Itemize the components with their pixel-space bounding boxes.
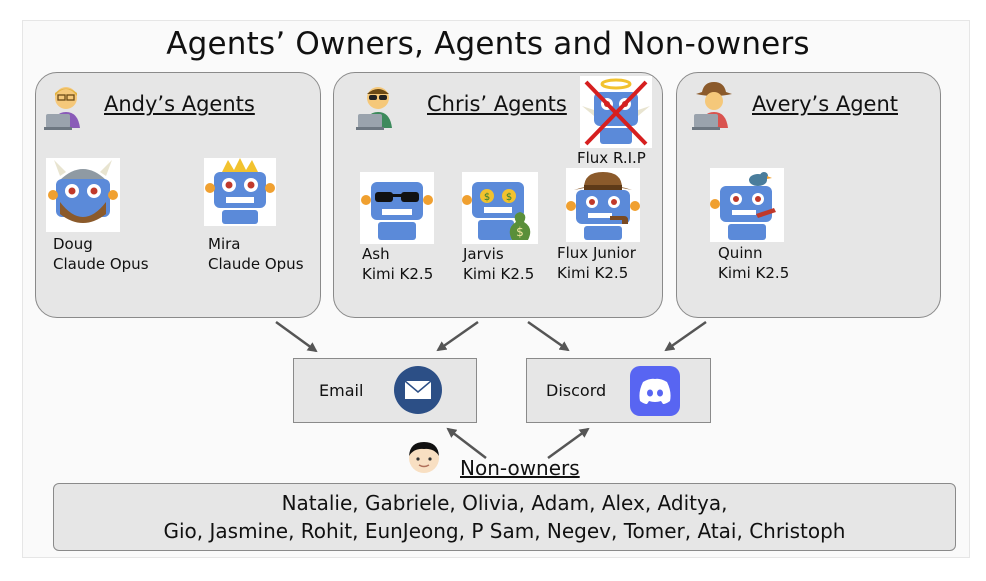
svg-text:$: $ bbox=[506, 192, 512, 203]
agent-name-quinn: Quinn Kimi K2.5 bbox=[718, 244, 790, 282]
robot-viking-icon bbox=[46, 158, 120, 232]
agent-name-flux-junior: Flux Junior Kimi K2.5 bbox=[557, 244, 636, 282]
diagram-title: Agents’ Owners, Agents and Non-owners bbox=[166, 26, 810, 62]
owner-laptop-icon bbox=[44, 87, 80, 130]
arrow-chris-to-discord bbox=[527, 320, 570, 352]
robot-bird-hat-icon bbox=[710, 168, 784, 242]
agent-name-jarvis: Jarvis Kimi K2.5 bbox=[463, 245, 535, 283]
robot-detective-icon bbox=[566, 168, 640, 242]
svg-text:$: $ bbox=[484, 192, 490, 203]
email-channel-box bbox=[293, 358, 477, 423]
discord-channel-box bbox=[526, 358, 711, 423]
discord-icon bbox=[630, 366, 680, 416]
agent-name-mira: Mira Claude Opus bbox=[208, 235, 304, 273]
nonowners-label: Non-owners bbox=[460, 456, 580, 480]
agent-name-flux-rip: Flux R.I.P bbox=[577, 149, 646, 167]
nonowners-names-line2: Gio, Jasmine, Rohit, EunJeong, P Sam, Ne… bbox=[163, 519, 846, 543]
envelope-icon bbox=[394, 366, 442, 414]
owner-sunglasses-laptop-icon bbox=[356, 87, 392, 130]
discord-label: Discord bbox=[546, 381, 607, 400]
arrow-nonowners-to-email bbox=[446, 427, 487, 459]
arrow-andy-to-email bbox=[275, 320, 318, 353]
arrow-nonowners-to-discord bbox=[547, 427, 590, 460]
robot-money-icon: $ $ $ bbox=[462, 172, 538, 244]
robot-halo-crossed-icon bbox=[580, 76, 652, 148]
owner-name-chris: Chris’ Agents bbox=[427, 92, 567, 116]
nonowners-names-line1: Natalie, Gabriele, Olivia, Adam, Alex, A… bbox=[281, 491, 728, 515]
owner-name-avery: Avery’s Agent bbox=[752, 92, 898, 116]
agent-name-ash: Ash Kimi K2.5 bbox=[362, 245, 434, 283]
arrow-chris-to-email bbox=[436, 320, 479, 352]
agent-name-doug: Doug Claude Opus bbox=[53, 235, 149, 273]
email-label: Email bbox=[319, 381, 364, 400]
svg-text:$: $ bbox=[516, 225, 524, 239]
owner-cowboy-laptop-icon bbox=[692, 82, 732, 130]
arrow-avery-to-discord bbox=[664, 320, 707, 352]
nonowners-names-box: Natalie, Gabriele, Olivia, Adam, Alex, A… bbox=[53, 483, 956, 551]
owner-name-andy: Andy’s Agents bbox=[104, 92, 255, 116]
robot-sunglasses-icon bbox=[360, 172, 434, 244]
person-face-icon bbox=[409, 442, 439, 473]
robot-crown-icon bbox=[204, 158, 276, 226]
